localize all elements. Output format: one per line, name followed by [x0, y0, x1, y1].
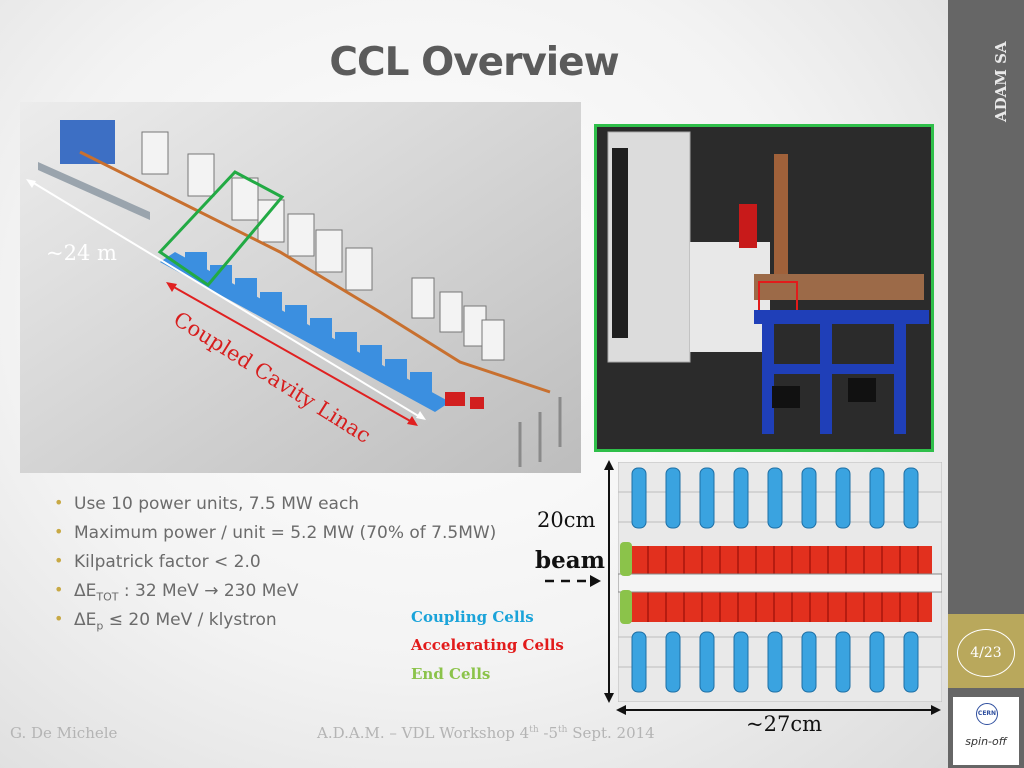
beam-label: beam	[535, 547, 605, 574]
cern-logo-icon: CERN	[976, 703, 998, 725]
bullet-icon: •	[54, 551, 64, 570]
sidebar-company-name: ADAM SA	[992, 41, 1010, 122]
bullet-item: •ΔETOT : 32 MeV → 230 MeV	[54, 580, 299, 604]
legend-coupling-cells: Coupling Cells	[411, 608, 534, 626]
legend-end-cells: End Cells	[411, 665, 491, 683]
bullet-item: •Maximum power / unit = 5.2 MW (70% of 7…	[54, 522, 497, 543]
bullet-list: •Use 10 power units, 7.5 MW each •Maximu…	[54, 492, 496, 637]
linac-rendering: ~24 m Coupled Cavity Linac	[20, 102, 581, 473]
bullet-item: •ΔEp ≤ 20 MeV / klystron	[54, 609, 277, 633]
page-number: 4/23	[957, 629, 1015, 677]
ccl-module-rendering	[594, 124, 934, 452]
bullet-icon: •	[54, 580, 64, 599]
spin-off-logo: CERN spin-off	[953, 697, 1019, 765]
bullet-item: •Kilpatrick factor < 2.0	[54, 551, 261, 572]
bullet-icon: •	[54, 493, 64, 512]
linac-length-label: ~24 m	[46, 241, 117, 265]
bullet-icon: •	[54, 609, 64, 628]
cells-height-label: 20cm	[537, 508, 596, 532]
slide-title: CCL Overview	[329, 40, 619, 85]
cells-cross-section	[618, 462, 942, 702]
cells-width-label: ~27cm	[746, 712, 822, 736]
legend-accelerating-cells: Accelerating Cells	[411, 636, 564, 654]
footer-event: A.D.A.M. – VDL Workshop 4th -5th Sept. 2…	[317, 724, 655, 742]
footer-author: G. De Michele	[10, 724, 118, 742]
bullet-item: •Use 10 power units, 7.5 MW each	[54, 493, 360, 514]
bullet-icon: •	[54, 522, 64, 541]
